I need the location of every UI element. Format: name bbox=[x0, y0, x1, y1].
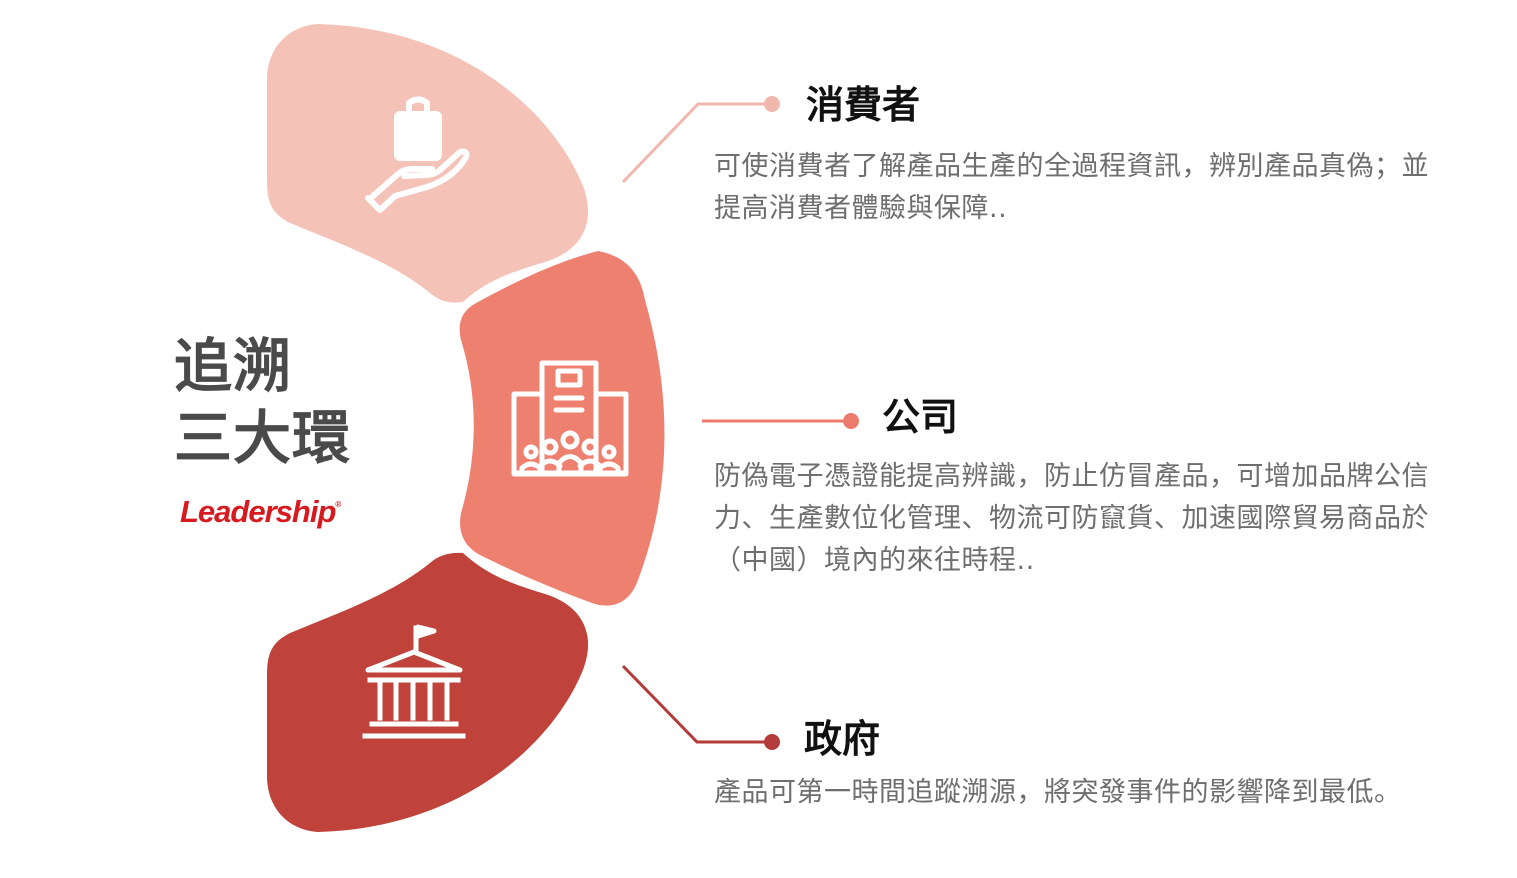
company-segment bbox=[459, 251, 665, 606]
consumer-block: 消費者 可使消費者了解產品生產的全過程資訊，辨別產品真偽；並提高消費者體驗與保障… bbox=[714, 82, 1434, 230]
company-connector bbox=[702, 413, 859, 429]
hand-holding-shopping-bag-icon bbox=[365, 96, 470, 213]
company-description: 防偽電子憑證能提高辨識，防止仿冒產品，可增加品牌公信力、生產數位化管理、物流可防… bbox=[714, 461, 1429, 576]
brand-registered-mark: ® bbox=[335, 500, 342, 509]
government-building-with-flag-icon bbox=[362, 624, 466, 739]
government-description: 產品可第一時間追蹤溯源，將突發事件的影響降到最低。 bbox=[714, 777, 1402, 808]
center-title-line2: 三大環 bbox=[174, 404, 352, 472]
company-title: 公司 bbox=[882, 395, 959, 439]
consumer-connector bbox=[621, 96, 780, 184]
leadership-logo: Leadership® bbox=[180, 494, 341, 530]
government-connector bbox=[621, 664, 780, 750]
company-building-with-people-icon bbox=[511, 360, 629, 477]
brand-name: Leadership bbox=[180, 494, 336, 529]
center-title: 追溯 三大環 bbox=[174, 330, 351, 474]
company-block: 公司 防偽電子憑證能提高辨識，防止仿冒產品，可增加品牌公信力、生產數位化管理、物… bbox=[714, 394, 1434, 582]
consumer-description: 可使消費者了解產品生產的全過程資訊，辨別產品真偽；並提高消費者體驗與保障.. bbox=[714, 151, 1429, 224]
center-title-line1: 追溯 bbox=[174, 332, 293, 400]
government-block: 政府 產品可第一時間追蹤溯源，將突發事件的影響降到最低。 bbox=[714, 716, 1434, 814]
consumer-title: 消費者 bbox=[806, 83, 921, 127]
government-title: 政府 bbox=[804, 717, 881, 761]
consumer-segment bbox=[267, 24, 589, 303]
